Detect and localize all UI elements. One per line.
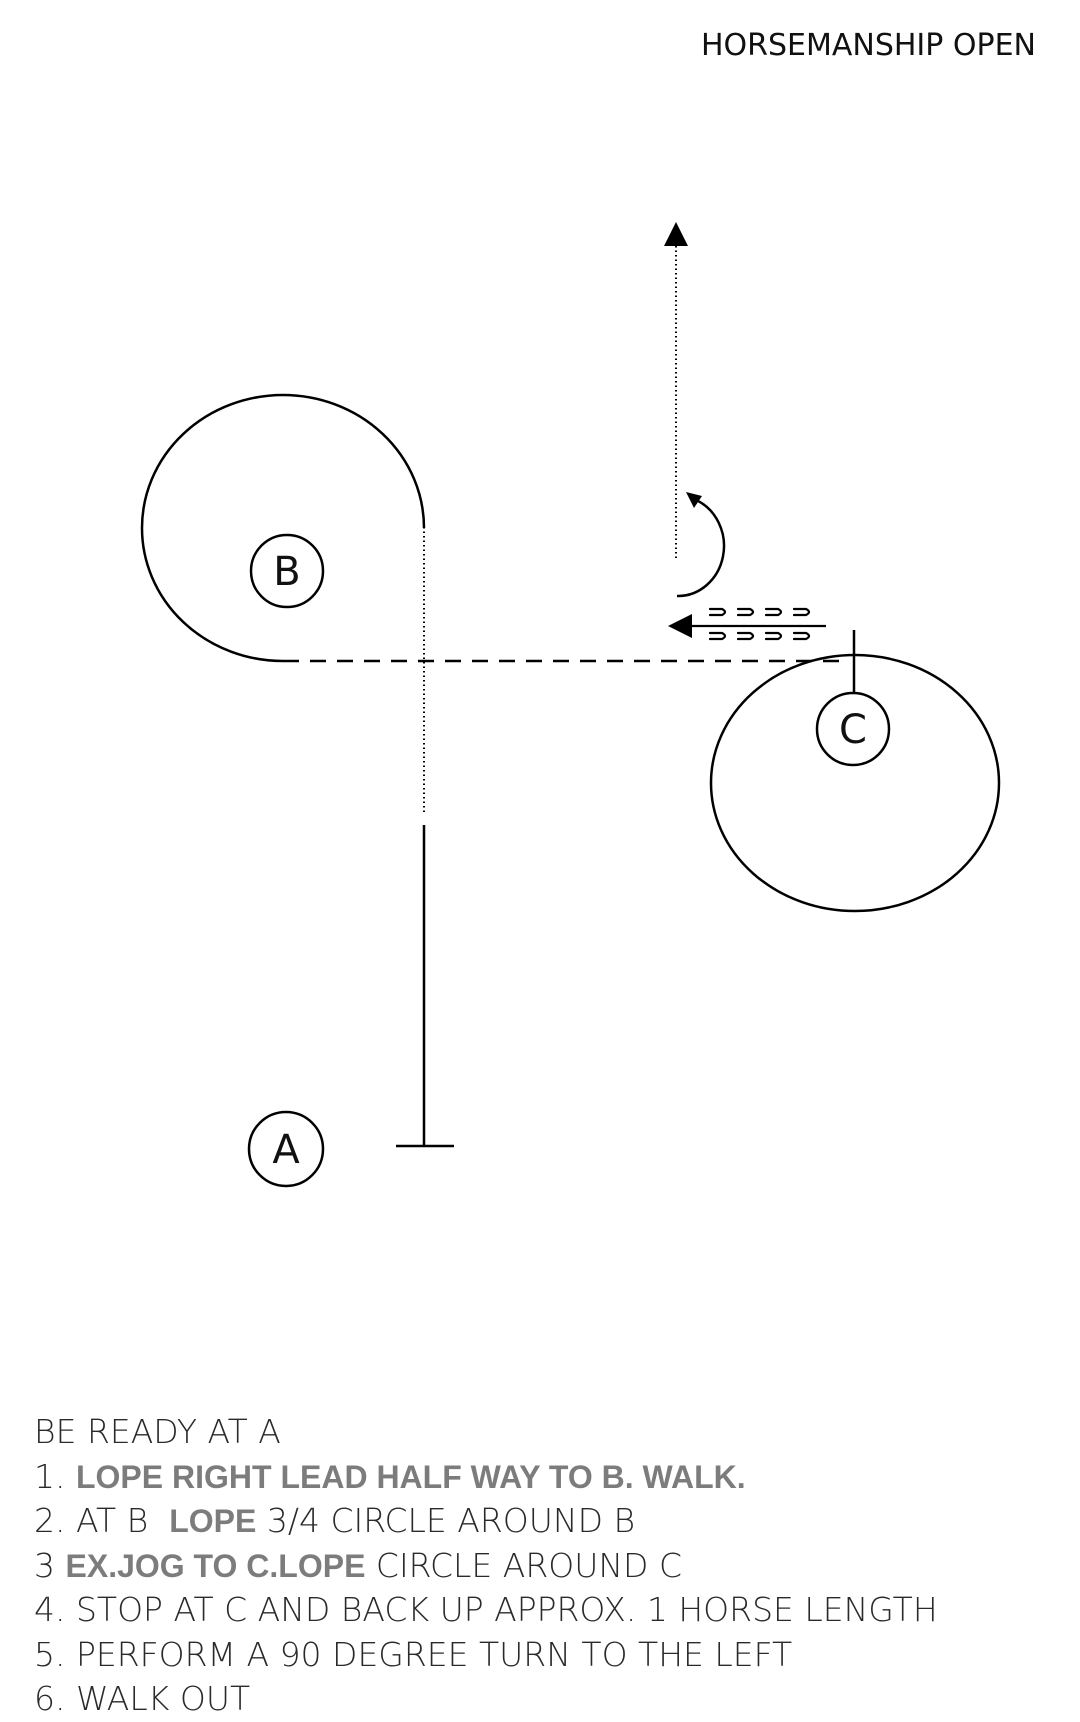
- instruction-line: 5. PERFORM A 90 DEGREE TURN TO THE LEFT: [34, 1633, 1044, 1678]
- instruction-text: 1.: [34, 1456, 76, 1496]
- instruction-line: 1. LOPE RIGHT LEAD HALF WAY TO B. WALK.: [34, 1455, 1044, 1500]
- marker-a-ring: [247, 1110, 325, 1188]
- instruction-text: 6. WALK OUT: [34, 1679, 251, 1718]
- circle-b: [140, 393, 426, 663]
- marker-b: B: [249, 533, 325, 609]
- marker-a: A: [247, 1110, 325, 1188]
- instruction-line: 3 EX.JOG TO C.LOPE CIRCLE AROUND C: [34, 1544, 1044, 1589]
- instruction-text: CIRCLE AROUND C: [365, 1545, 682, 1585]
- instruction-line: BE READY AT A: [34, 1410, 1044, 1455]
- instruction-text: 5. PERFORM A 90 DEGREE TURN TO THE LEFT: [34, 1634, 793, 1674]
- instruction-line: 6. WALK OUT: [34, 1677, 1044, 1722]
- instruction-highlight: LOPE: [169, 1503, 257, 1539]
- marker-b-label: B: [273, 549, 300, 595]
- turn-arc: [676, 498, 726, 598]
- marker-c-label: C: [839, 707, 867, 753]
- pattern-diagram: B C A: [140, 222, 1001, 1188]
- instruction-text: 4. STOP AT C AND BACK UP APPROX. 1 HORSE…: [34, 1590, 938, 1629]
- instruction-text: 2. AT B: [34, 1501, 170, 1540]
- backup-arrow-head: [668, 614, 692, 638]
- instruction-line: 2. AT B LOPE 3/4 CIRCLE AROUND B: [34, 1499, 1044, 1544]
- marker-a-label: A: [272, 1127, 300, 1173]
- marker-b-ring: [249, 533, 325, 609]
- instruction-text: 3: [34, 1545, 66, 1585]
- backup-marks: [708, 607, 811, 641]
- walk-out-arrow-head: [664, 222, 688, 246]
- instruction-highlight: EX.JOG TO C.LOPE: [65, 1547, 366, 1584]
- turn-arrow-head: [686, 492, 702, 508]
- instruction-highlight: LOPE RIGHT LEAD HALF WAY TO B. WALK.: [75, 1458, 746, 1495]
- instruction-text: 3/4 CIRCLE AROUND B: [256, 1501, 636, 1540]
- page-title: HORSEMANSHIP OPEN: [700, 28, 1036, 63]
- instruction-text: BE READY AT A: [34, 1412, 281, 1451]
- pattern-instructions: BE READY AT A 1. LOPE RIGHT LEAD HALF WAY…: [34, 1410, 1044, 1722]
- instruction-line: 4. STOP AT C AND BACK UP APPROX. 1 HORSE…: [34, 1588, 1044, 1633]
- marker-c: C: [815, 691, 891, 767]
- marker-c-ring: [815, 691, 891, 767]
